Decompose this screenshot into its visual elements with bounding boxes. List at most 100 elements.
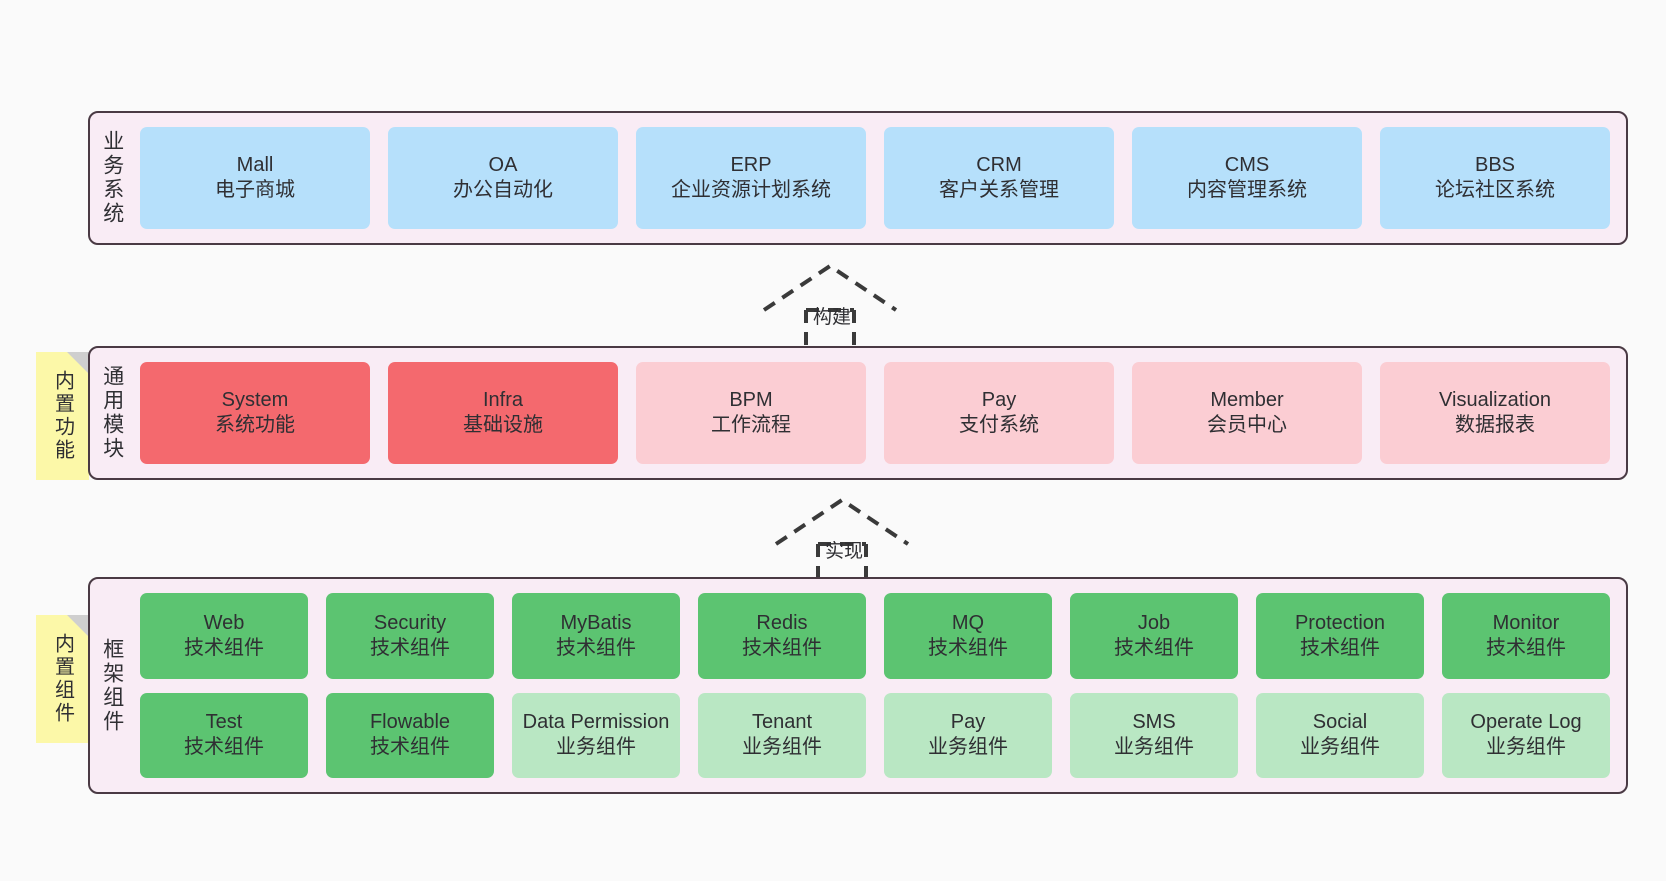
card-mall[interactable]: Mall 电子商城 [140, 127, 370, 229]
card-subtitle: 业务组件 [1300, 736, 1380, 759]
card-subtitle: 技术组件 [556, 636, 636, 659]
card-subtitle: 技术组件 [184, 636, 264, 659]
card-subtitle: 基础设施 [463, 414, 543, 436]
card-subtitle: 内容管理系统 [1187, 179, 1307, 201]
card-web[interactable]: Web 技术组件 [140, 593, 308, 679]
arrow-label-implement: 实现 [825, 541, 864, 562]
card-title: Web [203, 611, 245, 634]
card-job[interactable]: Job 技术组件 [1070, 593, 1238, 679]
card-member[interactable]: Member 会员中心 [1132, 362, 1362, 464]
card-title: Security [373, 611, 447, 634]
card-bpm[interactable]: BPM 工作流程 [636, 362, 866, 464]
card-title: Infra [482, 389, 524, 411]
card-title: Flowable [369, 711, 451, 734]
card-subtitle: 数据报表 [1455, 414, 1535, 436]
card-subtitle: 技术组件 [1300, 636, 1380, 659]
card-title: Monitor [1492, 611, 1560, 634]
card-subtitle: 会员中心 [1207, 414, 1287, 436]
card-title: System [221, 389, 289, 411]
arrow-head-outline [762, 263, 898, 312]
card-title: BPM [729, 389, 773, 411]
sticky-note-builtin-components: 内置组件 [36, 615, 89, 743]
arrow-head-outline [774, 497, 910, 546]
layer-framework-component[interactable]: 框架组件 Web 技术组件 Security 技术组件 MyBatis 技术组件… [88, 577, 1628, 794]
layer-framework-component-title: 框架组件 [100, 637, 124, 734]
card-tenant[interactable]: Tenant 业务组件 [698, 692, 866, 778]
card-subtitle: 业务组件 [742, 736, 822, 759]
card-protection[interactable]: Protection 技术组件 [1256, 593, 1424, 679]
card-subtitle: 业务组件 [1114, 736, 1194, 759]
card-title: Mall [236, 154, 274, 176]
card-title: Operate Log [1470, 711, 1582, 734]
card-visualization[interactable]: Visualization 数据报表 [1380, 362, 1610, 464]
card-title: Visualization [1439, 389, 1551, 411]
card-subtitle: 论坛社区系统 [1435, 179, 1555, 201]
card-title: Social [1312, 711, 1368, 734]
card-redis[interactable]: Redis 技术组件 [698, 593, 866, 679]
card-security[interactable]: Security 技术组件 [326, 593, 494, 679]
generalization-arrow-implement: 实现 [772, 496, 912, 580]
card-title: BBS [1474, 154, 1516, 176]
card-erp[interactable]: ERP 企业资源计划系统 [636, 127, 866, 229]
card-row: Web 技术组件 Security 技术组件 MyBatis 技术组件 Redi… [140, 593, 1610, 679]
card-subtitle: 技术组件 [370, 636, 450, 659]
card-subtitle: 办公自动化 [453, 179, 553, 201]
card-title: Data Permission [522, 711, 670, 734]
card-pay-business[interactable]: Pay 业务组件 [884, 692, 1052, 778]
card-subtitle: 业务组件 [556, 736, 636, 759]
card-subtitle: 技术组件 [742, 636, 822, 659]
layer-business-system-title: 业务系统 [100, 130, 124, 226]
card-subtitle: 支付系统 [959, 414, 1039, 436]
card-operate-log[interactable]: Operate Log 业务组件 [1442, 692, 1610, 778]
card-title: Tenant [751, 711, 813, 734]
card-subtitle: 工作流程 [711, 414, 791, 436]
layer-business-system[interactable]: 业务系统 Mall 电子商城 OA 办公自动化 ERP 企业资源计划系统 CRM… [88, 111, 1628, 245]
card-subtitle: 电子商城 [215, 179, 295, 201]
card-title: Redis [756, 611, 808, 634]
sticky-note-builtin-features: 内置功能 [36, 352, 89, 480]
layer-business-system-body: Mall 电子商城 OA 办公自动化 ERP 企业资源计划系统 CRM 客户关系… [134, 113, 1626, 243]
layer-common-module-title: 通用模块 [100, 365, 124, 461]
card-pay[interactable]: Pay 支付系统 [884, 362, 1114, 464]
card-title: OA [488, 154, 518, 176]
card-data-permission[interactable]: Data Permission 业务组件 [512, 692, 680, 778]
card-bbs[interactable]: BBS 论坛社区系统 [1380, 127, 1610, 229]
card-subtitle: 技术组件 [928, 636, 1008, 659]
card-subtitle: 客户关系管理 [939, 179, 1059, 201]
card-social[interactable]: Social 业务组件 [1256, 692, 1424, 778]
layer-common-module-body: System 系统功能 Infra 基础设施 BPM 工作流程 Pay 支付系统… [134, 348, 1626, 478]
card-title: Test [205, 711, 243, 734]
card-subtitle: 技术组件 [1114, 636, 1194, 659]
card-row: System 系统功能 Infra 基础设施 BPM 工作流程 Pay 支付系统… [140, 362, 1610, 464]
card-subtitle: 技术组件 [1486, 636, 1566, 659]
card-title: Member [1210, 389, 1284, 411]
layer-common-module[interactable]: 通用模块 System 系统功能 Infra 基础设施 BPM 工作流程 Pay… [88, 346, 1628, 480]
card-test[interactable]: Test 技术组件 [140, 692, 308, 778]
card-title: Pay [981, 389, 1017, 411]
card-title: CRM [976, 154, 1022, 176]
card-subtitle: 业务组件 [928, 736, 1008, 759]
card-title: MyBatis [560, 611, 632, 634]
card-title: SMS [1132, 711, 1176, 734]
card-subtitle: 技术组件 [184, 736, 264, 759]
card-infra[interactable]: Infra 基础设施 [388, 362, 618, 464]
card-system[interactable]: System 系统功能 [140, 362, 370, 464]
sticky-note-label: 内置组件 [51, 633, 74, 725]
card-cms[interactable]: CMS 内容管理系统 [1132, 127, 1362, 229]
card-monitor[interactable]: Monitor 技术组件 [1442, 593, 1610, 679]
card-row: Test 技术组件 Flowable 技术组件 Data Permission … [140, 692, 1610, 778]
card-row: Mall 电子商城 OA 办公自动化 ERP 企业资源计划系统 CRM 客户关系… [140, 127, 1610, 229]
layer-framework-component-body: Web 技术组件 Security 技术组件 MyBatis 技术组件 Redi… [134, 579, 1626, 792]
card-sms[interactable]: SMS 业务组件 [1070, 692, 1238, 778]
card-subtitle: 业务组件 [1486, 736, 1566, 759]
card-mq[interactable]: MQ 技术组件 [884, 593, 1052, 679]
card-mybatis[interactable]: MyBatis 技术组件 [512, 593, 680, 679]
card-subtitle: 系统功能 [215, 414, 295, 436]
card-oa[interactable]: OA 办公自动化 [388, 127, 618, 229]
card-crm[interactable]: CRM 客户关系管理 [884, 127, 1114, 229]
generalization-arrow-build: 构建 [760, 262, 900, 346]
card-title: CMS [1224, 154, 1270, 176]
card-flowable[interactable]: Flowable 技术组件 [326, 692, 494, 778]
card-title: Pay [950, 711, 986, 734]
